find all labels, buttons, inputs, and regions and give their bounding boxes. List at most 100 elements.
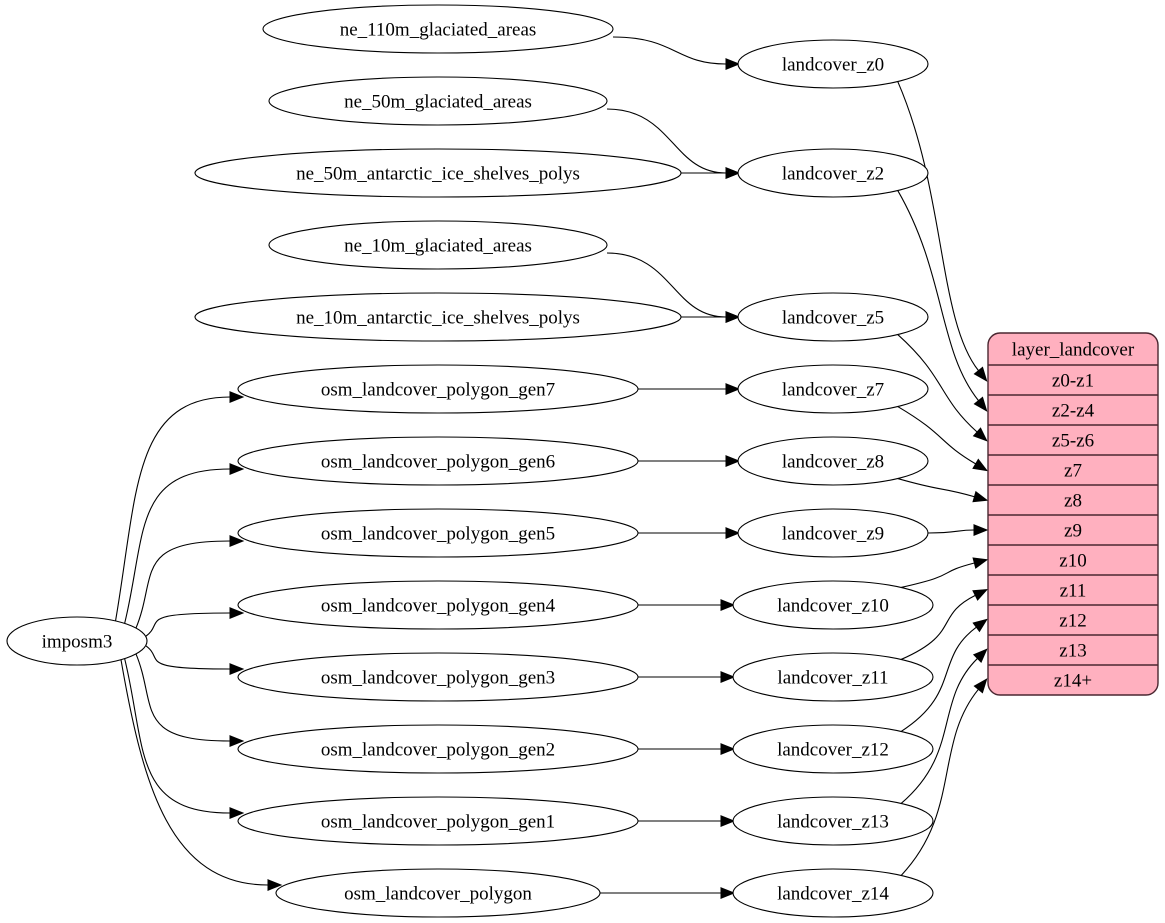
node-shape-osm_landcover_polygon_gen2 <box>237 724 639 774</box>
node-osm_landcover_polygon_gen4[interactable]: osm_landcover_polygon_gen4 <box>237 580 639 630</box>
node-landcover_z2[interactable]: landcover_z2 <box>737 148 929 198</box>
node-shape-ne_50m_antarctic_ice_shelves_polys <box>194 148 682 198</box>
node-shape-ne_110m_glaciated_areas <box>262 4 614 54</box>
node-ne_50m_glaciated_areas[interactable]: ne_50m_glaciated_areas <box>268 76 608 126</box>
edge-imposm3-to-osm_landcover_polygon_gen7 <box>114 391 245 622</box>
node-label-ne_50m_glaciated_areas: ne_50m_glaciated_areas <box>344 92 532 113</box>
node-shape-osm_landcover_polygon_gen1 <box>237 796 639 846</box>
node-ne_110m_glaciated_areas[interactable]: ne_110m_glaciated_areas <box>262 4 614 54</box>
edge-landcover_z0-to-record-z0-z1 <box>897 81 988 382</box>
nodes-layer: ne_110m_glaciated_areas ne_50m_glaciated_… <box>6 4 934 918</box>
node-landcover_z10[interactable]: landcover_z10 <box>732 580 934 630</box>
edge-imposm3-to-osm_landcover_polygon <box>120 658 283 891</box>
record-row-z2-z4[interactable]: z2-z4 <box>988 394 1158 422</box>
record-row-z11[interactable]: z11 <box>988 574 1158 602</box>
record-row-label-z8: z8 <box>1064 491 1082 512</box>
edge-ne_50m_antarctic_ice_shelves_polys-to-landcover_z2 <box>681 167 741 179</box>
edge-landcover_z11-to-record-z11 <box>900 588 989 660</box>
node-shape-landcover_z12 <box>732 724 934 774</box>
node-osm_landcover_polygon_gen1[interactable]: osm_landcover_polygon_gen1 <box>237 796 639 846</box>
node-osm_landcover_polygon[interactable]: osm_landcover_polygon <box>275 868 601 918</box>
edge-landcover_z7-to-record-z7 <box>897 406 989 472</box>
node-label-osm_landcover_polygon_gen2: osm_landcover_polygon_gen2 <box>321 740 555 761</box>
node-shape-ne_50m_glaciated_areas <box>268 76 608 126</box>
node-label-landcover_z2: landcover_z2 <box>782 164 884 185</box>
edge-ne_10m_antarctic_ice_shelves_polys-to-landcover_z5 <box>681 311 741 323</box>
node-ne_10m_glaciated_areas[interactable]: ne_10m_glaciated_areas <box>268 220 608 270</box>
node-osm_landcover_polygon_gen7[interactable]: osm_landcover_polygon_gen7 <box>237 364 639 414</box>
edge-landcover_z13-to-record-z13 <box>900 648 988 804</box>
record-row-z13[interactable]: z13 <box>988 634 1158 662</box>
node-shape-osm_landcover_polygon_gen7 <box>237 364 639 414</box>
node-shape-osm_landcover_polygon_gen4 <box>237 580 639 630</box>
node-label-osm_landcover_polygon_gen3: osm_landcover_polygon_gen3 <box>321 668 555 689</box>
node-shape-landcover_z14 <box>732 868 934 918</box>
record-header-label: layer_landcover <box>1012 340 1135 361</box>
node-shape-landcover_z10 <box>732 580 934 630</box>
node-shape-osm_landcover_polygon_gen6 <box>237 436 639 486</box>
node-landcover_z7[interactable]: landcover_z7 <box>737 364 929 414</box>
node-label-osm_landcover_polygon_gen7: osm_landcover_polygon_gen7 <box>321 380 555 401</box>
node-label-osm_landcover_polygon_gen1: osm_landcover_polygon_gen1 <box>321 812 555 833</box>
record-row-label-z0-z1: z0-z1 <box>1052 371 1094 392</box>
edge-imposm3-to-osm_landcover_polygon_gen3 <box>144 644 245 675</box>
node-label-landcover_z7: landcover_z7 <box>782 380 884 401</box>
node-shape-landcover_z11 <box>732 652 934 702</box>
record-row-label-z12: z12 <box>1059 611 1086 632</box>
node-ne_10m_antarctic_ice_shelves_polys[interactable]: ne_10m_antarctic_ice_shelves_polys <box>194 292 682 342</box>
node-label-ne_50m_antarctic_ice_shelves_polys: ne_50m_antarctic_ice_shelves_polys <box>296 164 580 185</box>
node-label-landcover_z14: landcover_z14 <box>777 884 889 905</box>
node-label-ne_10m_antarctic_ice_shelves_polys: ne_10m_antarctic_ice_shelves_polys <box>296 308 580 329</box>
node-shape-landcover_z8 <box>737 436 929 486</box>
node-ne_50m_antarctic_ice_shelves_polys[interactable]: ne_50m_antarctic_ice_shelves_polys <box>194 148 682 198</box>
node-shape-osm_landcover_polygon_gen3 <box>237 652 639 702</box>
node-imposm3[interactable]: imposm3 <box>6 616 148 666</box>
node-label-landcover_z0: landcover_z0 <box>782 55 884 76</box>
edge-landcover_z8-to-record-z8 <box>897 478 989 503</box>
record-table-layer_landcover[interactable]: layer_landcoverz0-z1z2-z4z5-z6z7z8z9z10z… <box>987 332 1159 696</box>
edge-imposm3-to-osm_landcover_polygon_gen4 <box>144 607 245 638</box>
edges-layer <box>114 36 989 899</box>
record-row-z9[interactable]: z9 <box>988 514 1158 542</box>
node-landcover_z12[interactable]: landcover_z12 <box>732 724 934 774</box>
record-table-layer: layer_landcoverz0-z1z2-z4z5-z6z7z8z9z10z… <box>987 332 1159 696</box>
record-row-z12[interactable]: z12 <box>988 604 1158 632</box>
node-osm_landcover_polygon_gen2[interactable]: osm_landcover_polygon_gen2 <box>237 724 639 774</box>
node-osm_landcover_polygon_gen6[interactable]: osm_landcover_polygon_gen6 <box>237 436 639 486</box>
node-landcover_z5[interactable]: landcover_z5 <box>737 292 929 342</box>
node-landcover_z11[interactable]: landcover_z11 <box>732 652 934 702</box>
node-landcover_z9[interactable]: landcover_z9 <box>737 508 929 558</box>
node-osm_landcover_polygon_gen3[interactable]: osm_landcover_polygon_gen3 <box>237 652 639 702</box>
node-label-landcover_z10: landcover_z10 <box>777 596 889 617</box>
edge-landcover_z2-to-record-z2-z4 <box>897 190 988 412</box>
edge-osm_landcover_polygon_gen2-to-landcover_z12 <box>637 743 736 755</box>
edge-landcover_z12-to-record-z12 <box>900 618 988 732</box>
node-label-osm_landcover_polygon_gen5: osm_landcover_polygon_gen5 <box>321 524 555 545</box>
node-landcover_z8[interactable]: landcover_z8 <box>737 436 929 486</box>
record-row-z8[interactable]: z8 <box>988 484 1158 512</box>
record-row-z5-z6[interactable]: z5-z6 <box>988 424 1158 452</box>
edge-osm_landcover_polygon_gen6-to-landcover_z8 <box>638 455 741 467</box>
node-shape-imposm3 <box>6 616 148 666</box>
edge-osm_landcover_polygon_gen4-to-landcover_z10 <box>638 599 736 611</box>
record-row-z10[interactable]: z10 <box>988 544 1158 572</box>
node-osm_landcover_polygon_gen5[interactable]: osm_landcover_polygon_gen5 <box>237 508 639 558</box>
node-landcover_z13[interactable]: landcover_z13 <box>732 796 934 846</box>
record-row-z0-z1[interactable]: z0-z1 <box>1052 371 1094 392</box>
node-landcover_z0[interactable]: landcover_z0 <box>737 39 929 89</box>
node-landcover_z14[interactable]: landcover_z14 <box>732 868 934 918</box>
edge-osm_landcover_polygon_gen7-to-landcover_z7 <box>638 383 741 395</box>
edge-osm_landcover_polygon-to-landcover_z14 <box>599 887 736 899</box>
node-label-landcover_z13: landcover_z13 <box>777 812 889 833</box>
node-shape-landcover_z9 <box>737 508 929 558</box>
node-label-ne_10m_glaciated_areas: ne_10m_glaciated_areas <box>344 236 532 257</box>
node-label-landcover_z8: landcover_z8 <box>782 452 884 473</box>
record-row-label-z9: z9 <box>1064 521 1082 542</box>
node-shape-landcover_z7 <box>737 364 929 414</box>
record-row-z7[interactable]: z7 <box>988 454 1158 482</box>
record-row-z14+[interactable]: z14+ <box>988 664 1158 692</box>
edge-imposm3-to-osm_landcover_polygon_gen6 <box>123 463 245 625</box>
edge-landcover_z5-to-record-z5-z6 <box>897 334 988 442</box>
node-label-imposm3: imposm3 <box>42 632 113 653</box>
